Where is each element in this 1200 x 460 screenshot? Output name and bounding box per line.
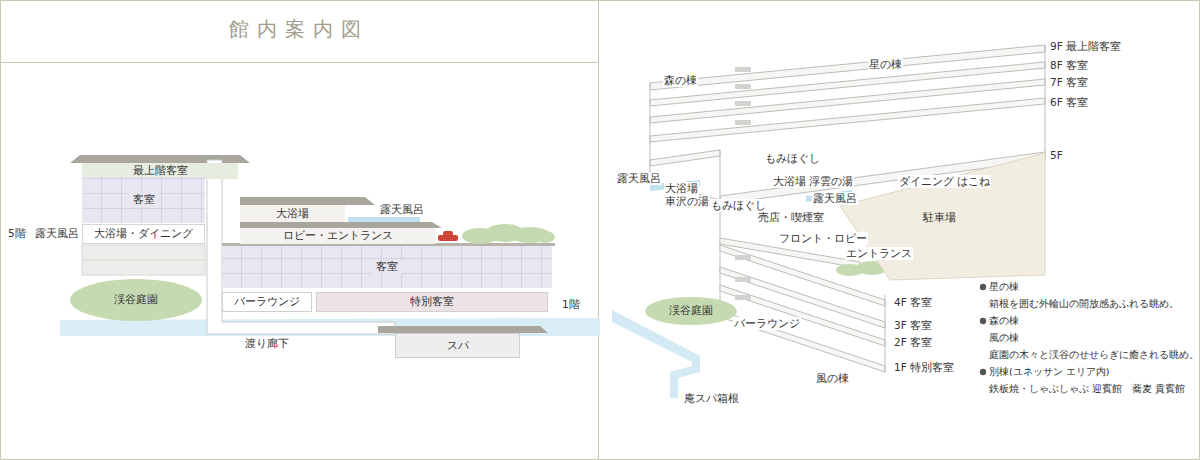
floor-slab — [720, 311, 885, 372]
special-room-box: 特別客室 — [316, 292, 548, 312]
floor-slab — [650, 150, 720, 166]
area-label: 8F 客室 — [1049, 59, 1089, 72]
area-label: ダイニング はこね — [898, 175, 991, 188]
section-drawing — [60, 155, 600, 336]
area-label: フロント・ロビー — [778, 232, 868, 245]
node-label: スパ — [443, 339, 473, 352]
floor-slab — [650, 98, 1045, 142]
room-block: 客室 — [82, 177, 205, 223]
area-label: もみほぐし — [764, 152, 821, 165]
note-text: 鉄板焼・しゃぶしゃぶ 迎賓館 蕎麦 貴賓館 — [989, 383, 1185, 395]
node-label: 最上階客室 — [129, 164, 192, 177]
node-label: 渓谷庭園 — [665, 304, 717, 317]
node-label: 大浴場 — [272, 207, 313, 220]
note-text: 箱根を囲む外輪山の開放感あふれる眺め。 — [989, 298, 1179, 310]
panel-divider — [598, 0, 599, 460]
windows — [735, 67, 751, 300]
area-label: 星の棟 — [868, 58, 903, 71]
parking-area: 駐車場 — [830, 148, 1048, 288]
area-label: 森の棟 — [663, 74, 698, 87]
node-label: ロビー・エントランス — [279, 229, 397, 242]
area-label: 2F 客室 — [893, 336, 933, 349]
open-air-bath-pool — [348, 217, 420, 222]
wall-edge — [885, 295, 886, 372]
area-label: 風の棟 — [815, 372, 850, 385]
roof — [240, 197, 375, 205]
section-label: 露天風呂 — [380, 203, 424, 216]
floor-slab — [720, 285, 885, 346]
bushes — [462, 224, 555, 244]
note-text: 森の棟 — [989, 315, 1019, 327]
area-label: バーラウンジ — [733, 317, 801, 330]
garden-blob: 渓谷庭園 — [645, 297, 737, 325]
area-label: 露天風呂 — [616, 172, 662, 185]
lower-floors — [82, 245, 205, 275]
bath-floor: 大浴場 — [240, 205, 345, 222]
area-label: 庵スパ箱根 — [683, 392, 740, 405]
node-label: バーラウンジ — [230, 295, 304, 308]
room-block: 客室 — [222, 246, 552, 288]
lobby-floor: ロビー・エントランス — [240, 228, 435, 244]
area-label: 車沢の湯 — [664, 195, 710, 208]
spa-box: スパ — [395, 333, 520, 358]
roof — [70, 155, 250, 163]
node-label: 客室 — [129, 193, 159, 206]
bar-lounge-box: バーラウンジ — [222, 292, 312, 312]
note-text: 風の棟 — [989, 332, 1019, 344]
wall-edge — [1045, 45, 1046, 160]
area-label: 4F 客室 — [893, 296, 933, 309]
node-label: 客室 — [372, 260, 402, 273]
note-text: 庭園の木々と渓谷のせせらぎに癒される眺め。 — [989, 349, 1199, 361]
bath-dining-floor: 大浴場・ダイニング — [82, 224, 205, 244]
wall-edge — [650, 83, 651, 180]
area-label: エントランス — [845, 247, 913, 260]
area-label: 大浴場 浮雲の湯 — [772, 175, 854, 188]
parking-outline — [840, 153, 1045, 280]
area-label: 1F 特別客室 — [893, 361, 955, 374]
section-label: 5階 — [8, 227, 26, 240]
bullets — [980, 284, 986, 375]
wall-edge — [720, 150, 721, 317]
node-label: 駐車場 — [919, 211, 960, 224]
area-label: 6F 客室 — [1049, 96, 1089, 109]
area-label: 露天風呂 — [812, 192, 858, 205]
area-label: 3F 客室 — [893, 319, 933, 332]
car-icon — [438, 231, 458, 241]
note-text: 別棟(ユネッサン エリア内) — [989, 366, 1109, 378]
area-label: 5F — [1049, 149, 1064, 162]
note-text: 星の棟 — [989, 281, 1019, 293]
title-rule — [0, 62, 598, 63]
area-label: 大浴場 — [664, 182, 699, 195]
node-label: 大浴場・ダイニング — [90, 227, 197, 240]
floor-line — [82, 260, 205, 261]
area-label: 9F 最上階客室 — [1049, 40, 1122, 53]
section-label: 1階 — [562, 298, 580, 311]
section-label: 露天風呂 — [35, 227, 79, 240]
node-label: 渓谷庭園 — [110, 293, 162, 306]
node-label: 特別客室 — [406, 295, 458, 308]
section-label: 渡り廊下 — [245, 337, 289, 350]
spa-roof — [378, 326, 548, 333]
isometric-drawing — [612, 45, 1045, 398]
floor-slab — [650, 79, 1045, 123]
garden-blob: 渓谷庭園 — [70, 279, 202, 321]
area-label: 7F 客室 — [1049, 76, 1089, 89]
page-title: 館内案内図 — [0, 16, 598, 43]
area-label: 売店・喫煙室 — [757, 211, 825, 224]
